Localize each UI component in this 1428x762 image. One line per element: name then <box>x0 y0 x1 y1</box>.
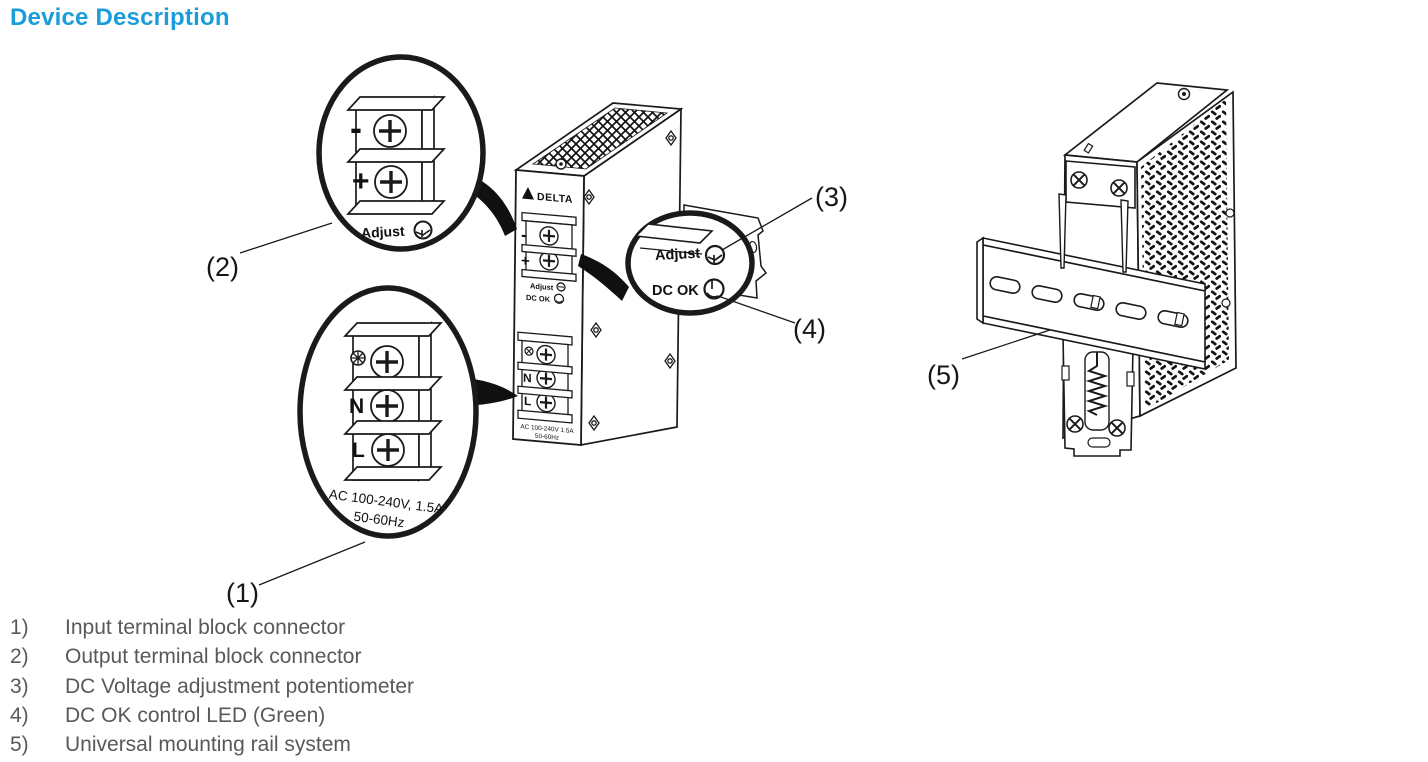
legend-label: DC OK control LED (Green) <box>65 703 326 727</box>
potentiometer-icon <box>704 244 726 266</box>
phillips-screw-icon <box>1108 419 1126 437</box>
legend-item-2: 2) Output terminal block connector <box>10 642 414 671</box>
phillips-screw-icon <box>536 392 556 413</box>
neutral-label: N <box>523 371 532 386</box>
phillips-screw-icon <box>370 389 404 423</box>
top-screw-icon <box>555 158 567 170</box>
output-terminal-block-zoom: - + <box>346 95 446 215</box>
input-terminal-block-zoom: N L <box>343 321 443 483</box>
legend-label: Universal mounting rail system <box>65 733 351 757</box>
phillips-screw-icon <box>1110 179 1128 197</box>
legend-item-3: 3) DC Voltage adjustment potentiometer <box>10 672 414 701</box>
rating-line2: 50-60Hz <box>535 433 559 442</box>
callout-4: (4) <box>793 314 826 344</box>
input-terminal-detail: N L AC 100-240V, 1.5A 50-60Hz <box>258 285 518 586</box>
output-terminal-block: - + <box>521 211 577 282</box>
minus-label: - <box>350 107 362 148</box>
led-icon <box>703 278 725 300</box>
rating-line2: 50-60Hz <box>353 509 406 531</box>
top-screw-icon <box>1177 87 1191 101</box>
potentiometer-icon <box>556 282 566 292</box>
phillips-screw-icon <box>371 433 405 467</box>
legend-label: DC Voltage adjustment potentiometer <box>65 674 415 698</box>
delta-logo-icon: DELTA <box>522 187 573 206</box>
plus-label: + <box>352 165 370 198</box>
callout-5: (5) <box>927 360 960 390</box>
legend-number: 3) <box>10 674 29 698</box>
adjust-label: Adjust <box>655 246 701 264</box>
phillips-screw-icon <box>539 226 559 246</box>
earth-ground-icon <box>524 346 534 356</box>
adjust-label: Adjust <box>530 281 554 292</box>
line-label: L <box>352 439 365 462</box>
mounting-bracket <box>1065 160 1136 209</box>
rail-mount-rear-view <box>961 82 1237 457</box>
rail-slots <box>989 275 1189 329</box>
phillips-screw-icon <box>373 114 407 148</box>
legend-number: 2) <box>10 645 29 669</box>
legend-label: Output terminal block connector <box>65 645 362 669</box>
page-title: Device Description <box>10 4 230 31</box>
led-icon <box>553 293 565 304</box>
din-rail <box>976 236 1206 370</box>
callout-2: (2) <box>206 252 239 282</box>
legend-item-4: 4) DC OK control LED (Green) <box>10 701 414 730</box>
callout-3: (3) <box>815 182 848 212</box>
phillips-screw-icon <box>1070 171 1088 189</box>
side-rivet-icons <box>583 129 677 432</box>
legend-number: 1) <box>10 616 29 639</box>
legend: 1) Input terminal block connector 2) Out… <box>10 613 414 759</box>
legend-label: Input terminal block connector <box>65 616 346 639</box>
callout-1: (1) <box>226 578 259 608</box>
legend-number: 5) <box>10 733 29 757</box>
potentiometer-icon <box>413 220 433 240</box>
brand-text: DELTA <box>537 191 573 206</box>
legend-item-5: 5) Universal mounting rail system <box>10 730 414 759</box>
phillips-screw-icon <box>536 368 556 389</box>
phillips-screw-icon <box>370 345 404 379</box>
rail-spring-clip <box>1061 333 1135 457</box>
dc-ok-label: DC OK <box>526 293 551 304</box>
legend-number: 4) <box>10 703 29 727</box>
adjust-dcok-detail: Adjust DC OK <box>578 197 813 324</box>
line-label: L <box>524 394 531 409</box>
phillips-screw-icon <box>539 251 559 271</box>
phillips-screw-icon <box>374 165 408 199</box>
output-terminal-detail: - + Adjust <box>239 54 517 254</box>
adjust-label: Adjust <box>361 223 406 241</box>
vent-pattern-top <box>531 107 669 170</box>
legend-item-1: 1) Input terminal block connector <box>10 613 414 642</box>
phillips-screw-icon <box>536 344 556 365</box>
input-terminal-block: N L <box>517 331 573 424</box>
rating-line1: AC 100-240V 1.5A <box>520 423 574 435</box>
earth-ground-icon <box>350 350 366 366</box>
plus-label: + <box>521 252 530 270</box>
dc-ok-label: DC OK <box>652 283 699 299</box>
phillips-screw-icon <box>1066 415 1084 433</box>
neutral-label: N <box>349 395 364 418</box>
minus-label: - <box>521 224 527 244</box>
